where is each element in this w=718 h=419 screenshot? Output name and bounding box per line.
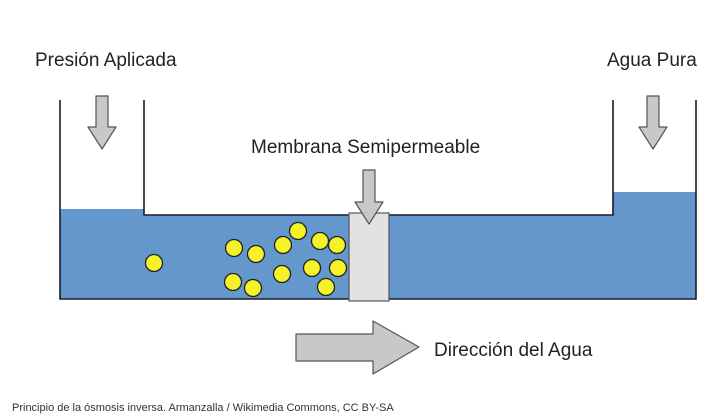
solute-particle xyxy=(243,278,263,298)
solute-particle xyxy=(224,238,244,258)
image-caption: Principio de la ósmosis inversa. Armanza… xyxy=(12,402,394,414)
solute-particle xyxy=(327,235,347,255)
solute-particle xyxy=(223,272,243,292)
solute-particle xyxy=(272,264,292,284)
solute-particle xyxy=(302,258,322,278)
applied-pressure-label: Presión Aplicada xyxy=(35,50,177,71)
solute-particle xyxy=(288,221,308,241)
water-direction-arrow-icon xyxy=(295,320,420,375)
membrane-label: Membrana Semipermeable xyxy=(251,137,481,158)
membrane-arrow-icon xyxy=(354,169,384,225)
solute-particle xyxy=(316,277,336,297)
solute-particle xyxy=(273,235,293,255)
semipermeable-membrane xyxy=(348,212,390,302)
solute-particle xyxy=(246,244,266,264)
pure-water-label: Agua Pura xyxy=(607,50,697,71)
solute-particles xyxy=(144,221,348,298)
applied-pressure-arrow-icon xyxy=(87,95,117,150)
solute-particle xyxy=(144,253,164,273)
water-direction-label: Dirección del Agua xyxy=(434,340,593,361)
pure-water-arrow-icon xyxy=(638,95,668,150)
solute-particle xyxy=(310,231,330,251)
solute-particle xyxy=(328,258,348,278)
